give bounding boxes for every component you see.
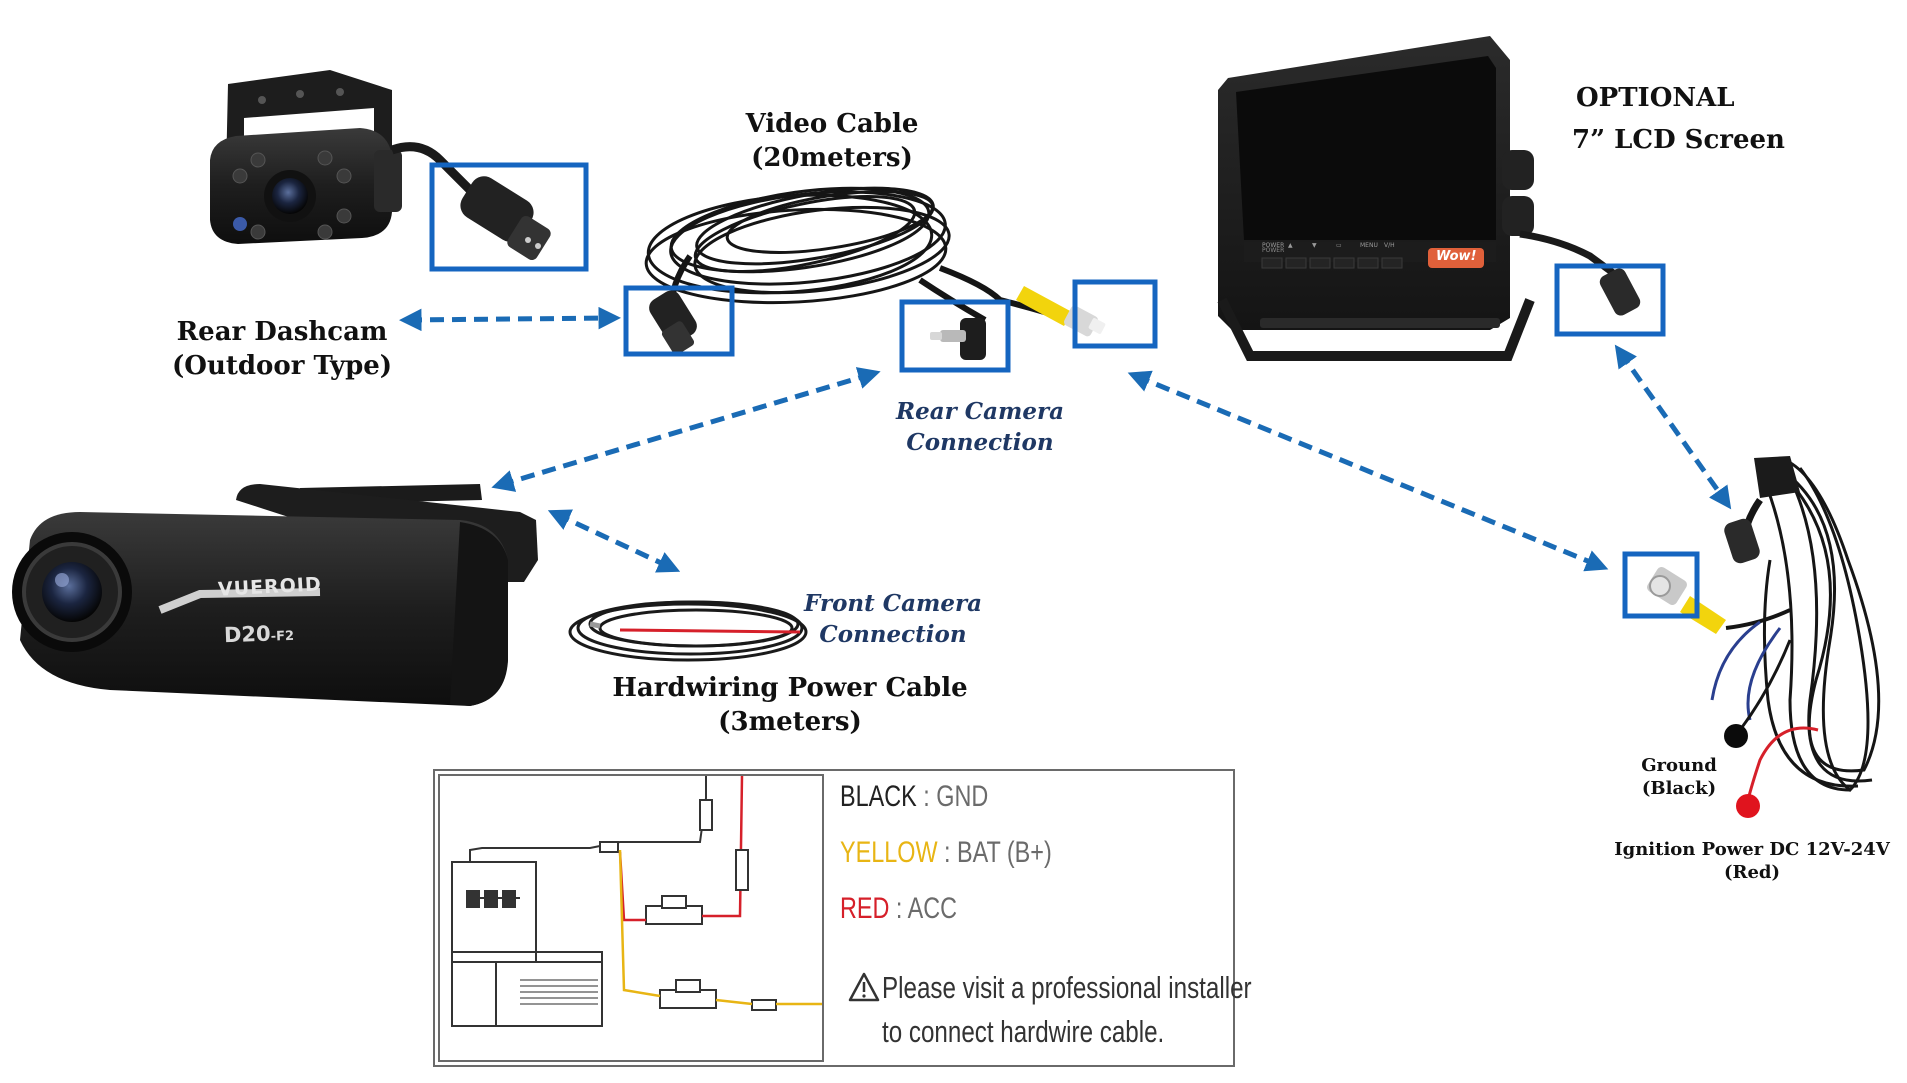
label-rear-camera-connection-line2: Connection [906, 429, 1054, 457]
label-ignition-line1: Ignition Power DC 12V-24V [1614, 839, 1890, 860]
label-front-camera-connection: Front Camera Connection [793, 588, 993, 650]
label-front-camera-connection-line2: Connection [819, 621, 967, 649]
highlight-rca-plug [1072, 279, 1158, 349]
label-front-camera-connection-line1: Front Camera [804, 590, 982, 617]
front-dashcam-model: D20-F2 [223, 621, 295, 648]
power-cable-image [1647, 456, 1881, 818]
wire-red-value: : ACC [889, 892, 958, 925]
label-rear-dashcam: Rear Dashcam (Outdoor Type) [172, 316, 392, 384]
label-ground-line2: (Black) [1641, 778, 1717, 800]
wire-red-legend: RED : ACC [840, 892, 957, 926]
rear-dashcam-image [210, 70, 551, 261]
wire-yellow-legend: YELLOW : BAT (B+) [840, 836, 1052, 870]
video-cable-image [644, 186, 1071, 323]
monitor-button-mode: ▭ [1336, 242, 1342, 249]
wire-red-name: RED [840, 892, 890, 925]
wire-black-name: BLACK [840, 780, 917, 813]
label-video-cable-line1: Video Cable [745, 109, 919, 139]
wire-yellow-value: : BAT (B+) [937, 836, 1052, 869]
front-dashcam-image [12, 484, 538, 706]
installer-note-line1: Please visit a professional installer [882, 970, 1252, 1005]
front-dashcam-model-suffix: -F2 [270, 628, 295, 645]
hardwiring-cable-image [568, 600, 808, 662]
label-ignition-line2: (Red) [1723, 862, 1781, 884]
label-rear-camera-connection-line1: Rear Camera [896, 398, 1064, 425]
label-rear-dashcam-line1: Rear Dashcam [176, 317, 388, 347]
highlight-power-rca [1622, 551, 1700, 619]
arrow-front-cam-to-rear-jack [491, 367, 881, 492]
monitor-button-up: ▲ [1288, 242, 1293, 249]
label-video-cable: Video Cable (20meters) [722, 108, 942, 176]
monitor-button-menu: MENU [1360, 242, 1378, 249]
label-rear-dashcam-line2: (Outdoor Type) [172, 350, 393, 381]
installer-note-line2: to connect hardwire cable. [882, 1014, 1165, 1049]
arrow-rear-cam-to-cable [399, 306, 621, 332]
highlight-monitor-connector [1554, 263, 1666, 337]
label-hardwiring-cable-line1: Hardwiring Power Cable [612, 673, 968, 703]
label-lcd-screen: OPTIONAL 7” LCD Screen [1560, 78, 1785, 161]
label-video-cable-line2: (20meters) [751, 142, 913, 173]
monitor-buttons: POWER ▲ ▼ ▭ MENU V/H [1262, 242, 1412, 249]
label-lcd-screen-line2: 7” LCD Screen [1572, 124, 1785, 155]
label-rear-camera-connection: Rear Camera Connection [880, 396, 1080, 458]
arrow-monitor-to-power [1614, 344, 1732, 510]
wiring-diagram-box [433, 769, 1235, 1067]
arrow-front-cam-to-hardwire [547, 509, 681, 573]
wire-black-value: : GND [916, 780, 989, 813]
label-hardwiring-cable-line2: (3meters) [718, 706, 862, 737]
label-lcd-screen-line1: OPTIONAL [1576, 83, 1735, 113]
label-ground: Ground (Black) [1624, 754, 1734, 801]
front-dashcam-model-name: D20 [223, 621, 272, 648]
label-ignition: Ignition Power DC 12V-24V (Red) [1612, 838, 1892, 885]
wire-yellow-name: YELLOW [840, 836, 938, 869]
warning-triangle-icon [848, 972, 880, 1002]
label-ground-line1: Ground [1641, 755, 1717, 776]
highlight-rear-cam-connector [429, 162, 589, 272]
monitor-button-vh: V/H [1384, 242, 1395, 249]
monitor-button-power: POWER [1262, 242, 1285, 249]
highlight-rear-camera-jack [899, 299, 1011, 373]
lcd-monitor-image: POWER [1217, 36, 1641, 361]
arrow-rca-to-power [1127, 370, 1609, 572]
monitor-button-down: ▼ [1312, 242, 1317, 249]
wire-black-legend: BLACK : GND [840, 780, 988, 814]
label-hardwiring-cable: Hardwiring Power Cable (3meters) [610, 672, 970, 740]
highlight-video-cable-end [623, 285, 735, 357]
svg-text:POWER: POWER [1262, 247, 1284, 254]
monitor-badge: Wow! [1436, 249, 1477, 264]
